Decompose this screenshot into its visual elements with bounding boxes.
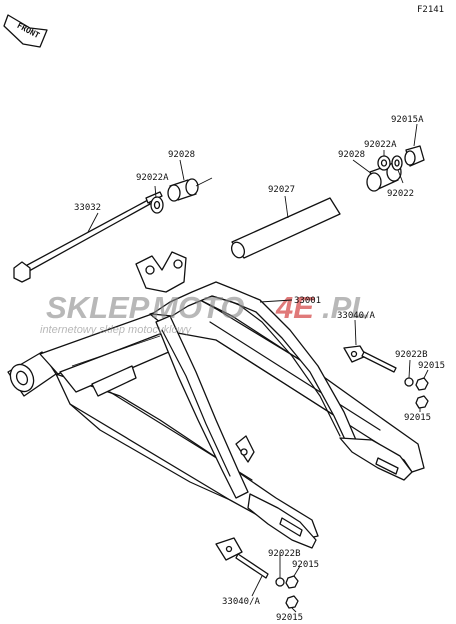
part-label: 92022B xyxy=(268,549,301,559)
part-label: 92015 xyxy=(418,361,445,371)
seal-92022-right xyxy=(391,155,403,171)
leader-lines xyxy=(87,123,429,613)
part-label: 33040/A xyxy=(337,311,376,321)
part-label: 92028 xyxy=(338,150,365,160)
watermark-tagline: internetowy sklep motocyklowy xyxy=(40,324,193,336)
part-label: 33001 xyxy=(294,296,321,306)
part-label: 92028 xyxy=(168,150,195,160)
seal-92022a-left xyxy=(150,196,164,214)
watermark: SKLEP MOTO 4E .PL internetowy sklep moto… xyxy=(40,290,370,336)
diagram-code: F2141 xyxy=(417,5,444,15)
part-label: 92022B xyxy=(395,350,428,360)
part-label: 92015 xyxy=(292,560,319,570)
part-label: 92015 xyxy=(276,613,303,623)
part-label: 33040/A xyxy=(222,597,261,607)
part-labels: 92015A 92022A 92028 92022 92028 92022A 9… xyxy=(74,115,445,623)
part-label: 92022 xyxy=(387,189,414,199)
part-label: 92022A xyxy=(136,173,169,183)
chain-adjuster-33040a-bottom xyxy=(215,537,299,609)
chain-adjuster-33040a-right xyxy=(343,345,429,409)
bushing-92028-left xyxy=(167,178,199,202)
swingarm-33001 xyxy=(7,251,425,549)
watermark-brand-mid: MOTO xyxy=(152,290,244,325)
collar-92027 xyxy=(230,197,341,259)
cap-92015a xyxy=(404,145,425,167)
seal-92022a-right xyxy=(377,155,391,171)
part-label: 92022A xyxy=(364,140,397,150)
part-label: 92015 xyxy=(404,413,431,423)
watermark-brand-num: 4E xyxy=(275,290,315,325)
front-arrow-icon: FRONT xyxy=(3,14,48,48)
part-label: 92027 xyxy=(268,185,295,195)
watermark-brand-tld: .PL xyxy=(322,290,370,325)
watermark-brand-left: SKLEP xyxy=(46,290,150,325)
part-label: 92015A xyxy=(391,115,424,125)
pivot-shaft-33032 xyxy=(13,191,163,283)
part-label: 33032 xyxy=(74,203,101,213)
